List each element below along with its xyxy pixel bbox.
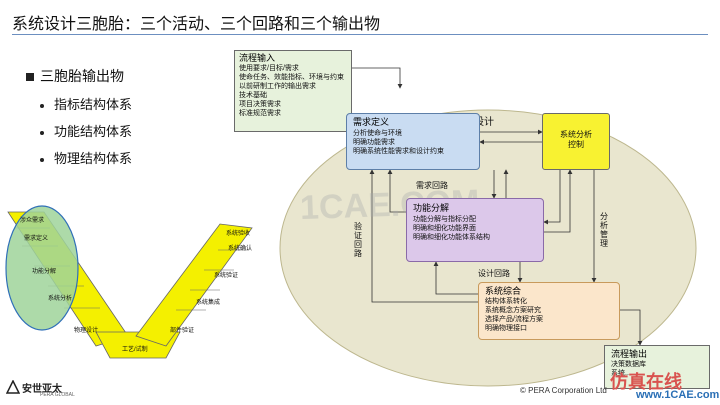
system-analysis-line: 系统分析 — [560, 130, 592, 139]
synthesis-title: 系统综合 — [485, 286, 522, 296]
square-bullet-icon — [26, 73, 34, 82]
watermark-url: www.1CAE.com — [636, 389, 720, 401]
process-output-box: 流程输出 决策数据库 系统... — [604, 345, 710, 389]
process-output-line: 决策数据库 — [611, 361, 646, 368]
requirements-title: 需求定义 — [353, 117, 390, 127]
input-to-system-arrow — [330, 67, 403, 89]
v-right-label: 系统集成 — [196, 300, 221, 306]
process-input-line: 使命任务、效能指标、环境与约束 — [239, 74, 344, 81]
process-input-line: 标准规范需求 — [239, 110, 281, 117]
verification-loop-arrow — [369, 169, 478, 303]
copyright-text: © PERA Corporation Ltd — [520, 386, 607, 395]
company-logo-text: 安世亚太 — [22, 384, 62, 395]
page-title: 系统设计三胞胎：三个活动、三个回路和三个输出物 — [12, 16, 381, 33]
process-input-line: 以前研制工作的输出需求 — [239, 83, 316, 90]
bullet-dot-icon — [40, 130, 44, 135]
requirement-loop-label: 需求回路 — [416, 181, 448, 190]
process-input-line: 项目决策需求 — [239, 101, 281, 108]
outline-heading: 三胞胎输出物 — [26, 66, 124, 86]
process-input-title: 流程输入 — [239, 53, 276, 63]
synthesis-line: 结构体系转化 — [485, 298, 527, 305]
verification-loop-label: 验证回路 — [354, 222, 362, 258]
requirement-loop-arrow — [387, 169, 406, 213]
requirements-line: 分析使命与环境 — [353, 130, 402, 137]
function-title: 功能分解 — [413, 203, 450, 213]
function-line: 明确和细化功能体系结构 — [413, 234, 490, 241]
outline-item: 功能结构体系 — [40, 121, 132, 140]
requirements-box: 需求定义 分析使命与环境 明确功能需求 明确系统性能需求和设计约束 — [346, 113, 480, 170]
bullet-dot-icon — [40, 103, 44, 108]
system-analysis-line: 控制 — [568, 140, 584, 149]
watermark-site: 仿真在线 — [610, 372, 682, 392]
v-bottom-label: 工艺/试制 — [122, 347, 148, 353]
outline-item: 指标结构体系 — [40, 94, 132, 113]
process-output-line: 系统... — [611, 370, 631, 377]
v-left-label: 功能分解 — [32, 269, 57, 275]
v-model-right-arm — [135, 223, 253, 347]
system-synthesis-box: 系统综合 结构体系转化 系统概念方案研究 选择产品/流程方案 明确物理接口 — [478, 282, 620, 340]
design-loop-arrow — [433, 261, 478, 295]
analysis-func-arrow — [543, 170, 561, 225]
requirements-line: 明确系统性能需求和设计约束 — [353, 148, 444, 155]
v-bottom-right-label: 部件验证 — [170, 328, 195, 334]
v-model-design-highlight — [5, 205, 79, 331]
company-logo-icon — [6, 380, 20, 394]
func-to-analysis-arrow — [544, 169, 573, 233]
bullet-dot-icon — [40, 157, 44, 162]
v-right-label: 系统验证 — [214, 273, 239, 279]
v-right-label: 系统验收 — [226, 231, 251, 237]
synthesis-line: 选择产品/流程方案 — [485, 316, 543, 323]
requirements-line: 明确功能需求 — [353, 139, 395, 146]
synthesis-to-output-arrow — [620, 309, 643, 346]
v-left-label: 需求定义 — [24, 236, 49, 242]
synthesis-line: 明确物理接口 — [485, 325, 527, 332]
v-left-label: 系统分析 — [48, 296, 73, 302]
title-divider — [12, 34, 708, 35]
process-input-line: 使用要求/目标/需求 — [239, 65, 299, 72]
function-line: 明确和细化功能界面 — [413, 225, 476, 232]
company-logo-subtext: PERA GLOBAL — [40, 392, 75, 398]
v-left-label: 涉众需求 — [20, 218, 45, 224]
function-line: 功能分解与指标分配 — [413, 216, 476, 223]
process-output-title: 流程输出 — [611, 349, 648, 359]
design-loop-label: 设计回路 — [478, 269, 510, 278]
process-input-box: 流程输入 使用要求/目标/需求 使命任务、效能指标、环境与约束 以前研制工作的输… — [234, 50, 352, 132]
analysis-management-label: 分析管理 — [600, 212, 608, 248]
system-analysis-box: 系统分析 控制 — [542, 113, 610, 170]
synthesis-line: 系统概念方案研究 — [485, 307, 541, 314]
function-decomposition-box: 功能分解 功能分解与指标分配 明确和细化功能界面 明确和细化功能体系结构 — [406, 198, 544, 262]
v-right-label: 系统确认 — [228, 246, 253, 252]
process-input-line: 技术基础 — [239, 92, 267, 99]
outline-item: 物理结构体系 — [40, 148, 132, 167]
v-bottom-left-label: 物理设计 — [74, 328, 99, 334]
